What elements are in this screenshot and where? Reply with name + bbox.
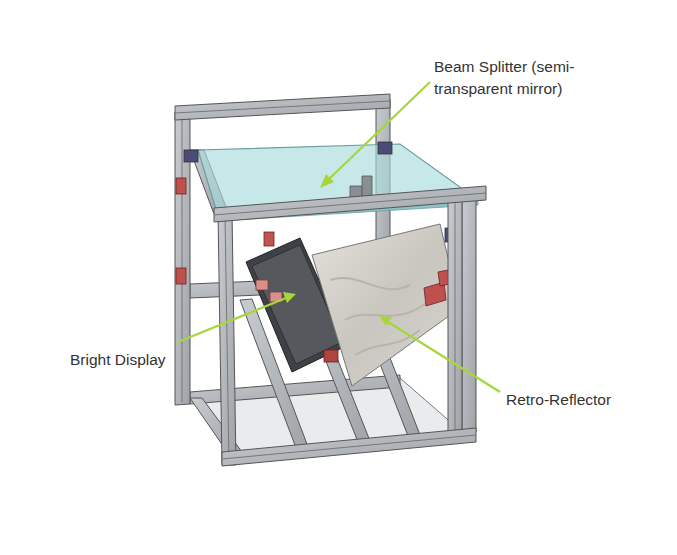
leader-arrows xyxy=(178,82,500,392)
leader-arrows-part xyxy=(328,82,430,180)
retro-reflector-sheet-part xyxy=(330,278,430,355)
front-frame-part xyxy=(222,435,476,459)
front-frame-part xyxy=(176,268,186,284)
leader-arrows-part xyxy=(388,322,500,392)
front-frame xyxy=(176,178,486,466)
leader-arrows-part xyxy=(178,298,286,342)
retro-reflector-sheet-part xyxy=(312,224,460,386)
callout-label: Retro-Reflector xyxy=(506,389,611,411)
front-frame-part xyxy=(218,212,236,465)
leader-arrows-part xyxy=(283,292,296,303)
back-frame-part xyxy=(182,115,183,402)
front-frame-part xyxy=(225,214,229,464)
front-frame-part xyxy=(448,195,462,441)
callout-label: Beam Splitter (semi-transparent mirror) xyxy=(434,56,639,100)
callout-label: Bright Display xyxy=(70,349,166,371)
display-panel-part xyxy=(256,280,268,290)
front-frame-part xyxy=(222,428,476,466)
leader-arrows-part xyxy=(320,174,334,188)
front-frame-part xyxy=(176,178,186,194)
beam-splitter-glass-part xyxy=(362,176,372,196)
beam-splitter-glass-part xyxy=(184,150,198,162)
display-panel-part xyxy=(324,350,338,362)
front-frame-part xyxy=(214,186,486,222)
front-frame-part xyxy=(462,190,476,434)
back-frame-part xyxy=(175,101,390,113)
back-frame-part xyxy=(175,94,390,120)
front-frame-part xyxy=(214,193,486,215)
display-panel-part xyxy=(264,232,274,246)
leader-arrows-part xyxy=(379,316,392,326)
front-frame-part xyxy=(455,198,456,439)
retro-reflector-sheet xyxy=(312,224,460,386)
beam-splitter-glass-part xyxy=(378,142,392,154)
